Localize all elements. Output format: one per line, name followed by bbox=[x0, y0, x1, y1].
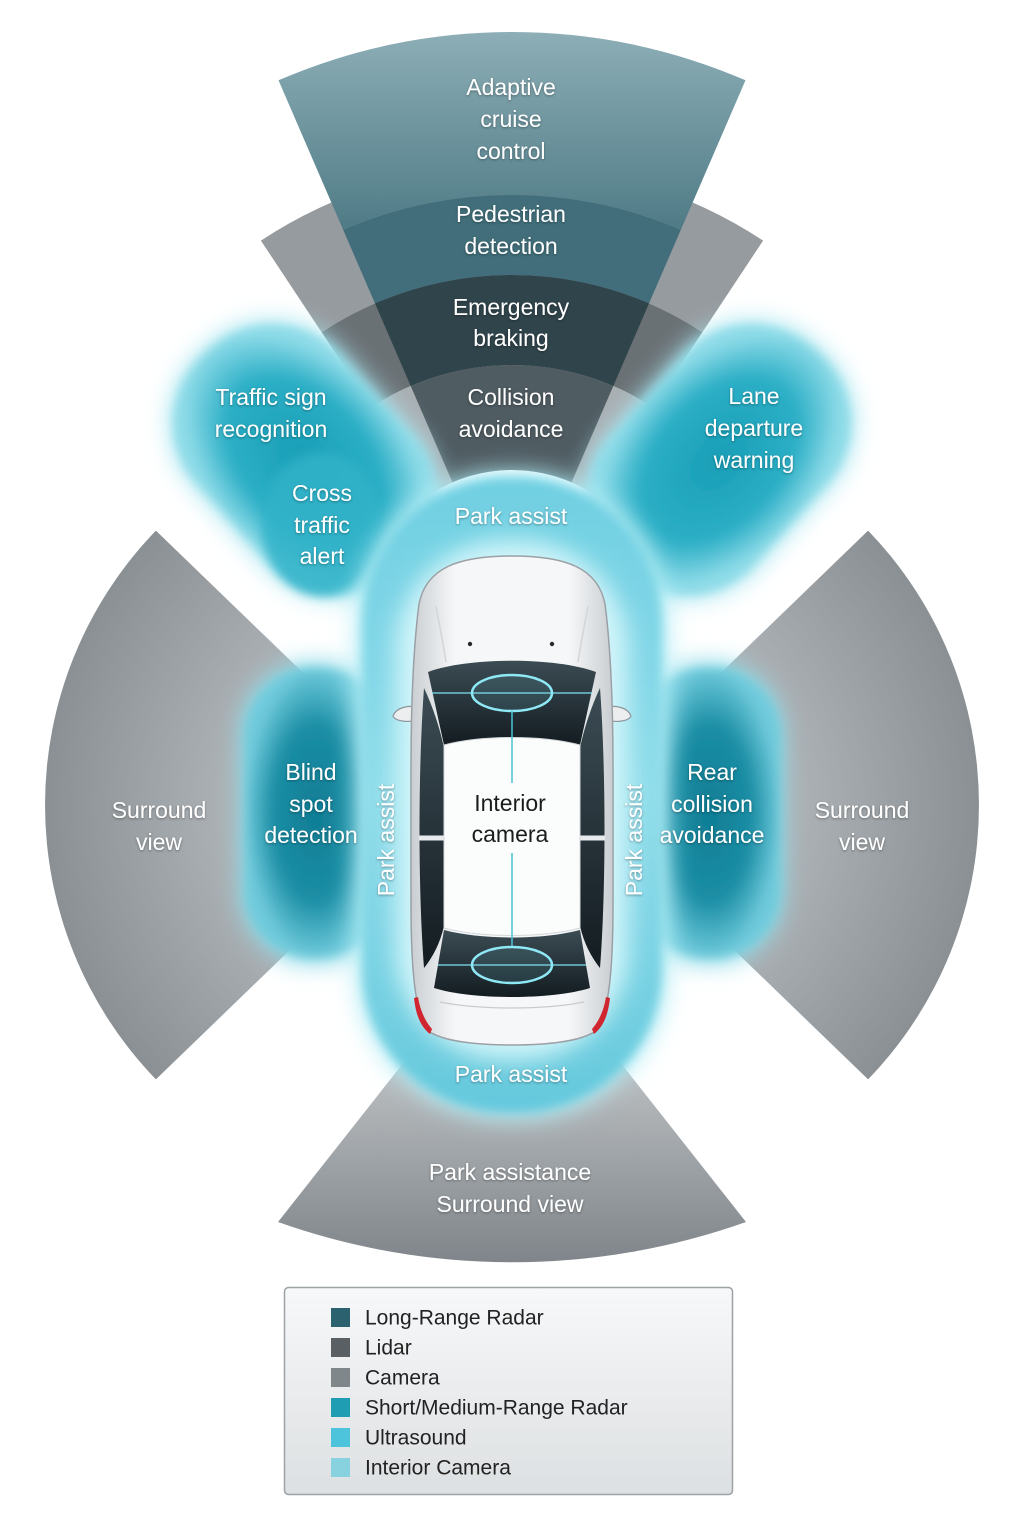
label-line: spot bbox=[289, 791, 333, 817]
lane-departure-warning-label: Lane departure warning bbox=[705, 383, 803, 473]
radar-zones bbox=[169, 320, 855, 964]
side-window-right bbox=[580, 688, 605, 968]
front-sensor-dot bbox=[549, 641, 555, 647]
legend-swatch bbox=[331, 1458, 350, 1477]
legend-label: Long-Range Radar bbox=[365, 1307, 544, 1330]
legend-swatch bbox=[331, 1338, 350, 1357]
adaptive-cruise-band bbox=[278, 31, 746, 230]
label-line: Rear bbox=[687, 759, 737, 785]
hood-line-left bbox=[435, 605, 447, 663]
label-line: Surround bbox=[815, 797, 910, 823]
zone-body bbox=[587, 325, 851, 595]
park-assist-left-label: Park assist bbox=[373, 783, 399, 896]
blind-spot-detection-label: Blind spot detection bbox=[264, 759, 357, 848]
emergency-braking-label: Emergency braking bbox=[453, 294, 570, 351]
blind-spot-zone bbox=[240, 662, 390, 964]
park-assist-front-label: Park assist bbox=[455, 503, 568, 529]
legend-swatch bbox=[331, 1428, 350, 1447]
zone-body bbox=[245, 668, 385, 958]
cross-traffic-alert-label: Cross traffic alert bbox=[292, 480, 352, 569]
park-assist-right-label: Park assist bbox=[621, 783, 647, 896]
front-camera-icon bbox=[470, 673, 554, 713]
cross-traffic-zone bbox=[262, 452, 382, 596]
tail-light-right bbox=[592, 997, 610, 1034]
label-line: Pedestrian bbox=[456, 201, 566, 227]
collision-avoidance-band bbox=[410, 365, 614, 483]
label-line: view bbox=[839, 829, 885, 855]
surround-view-right-label: Surround view bbox=[815, 797, 910, 855]
collision-avoidance-label: Collision avoidance bbox=[459, 384, 564, 442]
legend-label: Lidar bbox=[365, 1337, 412, 1360]
park-assistance-surround-view-label: Park assistance Surround view bbox=[429, 1159, 591, 1217]
adaptive-cruise-control-label: Adaptive cruise control bbox=[466, 74, 556, 164]
zone-body bbox=[640, 668, 780, 958]
label-line: Adaptive bbox=[466, 74, 556, 100]
legend-item: Lidar bbox=[331, 1337, 412, 1360]
legend-label: Short/Medium-Range Radar bbox=[365, 1397, 628, 1420]
legend-item: Ultrasound bbox=[331, 1427, 467, 1450]
car bbox=[392, 555, 632, 1046]
tail-light-left bbox=[414, 997, 432, 1034]
label-line: avoidance bbox=[660, 822, 765, 848]
front-sensor-dot bbox=[467, 641, 473, 647]
label-line: Interior bbox=[474, 790, 546, 816]
hood-line-right bbox=[577, 605, 589, 663]
interior-camera-label: Interior camera bbox=[472, 790, 549, 847]
label-line: Traffic sign bbox=[215, 384, 326, 410]
label-line: collision bbox=[671, 791, 753, 817]
label-line: Park assistance bbox=[429, 1159, 591, 1185]
legend: Long-Range Radar Lidar Camera Short/Medi… bbox=[283, 1286, 734, 1496]
label-line: control bbox=[476, 138, 545, 164]
traffic-sign-recognition-label: Traffic sign recognition bbox=[215, 384, 328, 442]
label-line: Surround bbox=[112, 797, 207, 823]
emergency-braking-band bbox=[375, 275, 649, 386]
lane-departure-zone bbox=[583, 320, 855, 600]
zone-labels: Adaptive cruise control Pedestrian detec… bbox=[112, 74, 910, 1217]
label-line: avoidance bbox=[459, 416, 564, 442]
legend-label: Ultrasound bbox=[365, 1427, 467, 1450]
roof bbox=[443, 737, 581, 936]
label-line: Lane bbox=[728, 383, 779, 409]
label-line: recognition bbox=[215, 416, 328, 442]
label-line: warning bbox=[713, 447, 795, 473]
rear-camera-icon bbox=[470, 945, 554, 985]
label-line: Collision bbox=[468, 384, 555, 410]
label-line: alert bbox=[300, 543, 345, 569]
legend-swatch bbox=[331, 1308, 350, 1327]
legend-swatch bbox=[331, 1398, 350, 1417]
label-line: detection bbox=[264, 822, 357, 848]
label-line: traffic bbox=[294, 512, 350, 538]
legend-item: Interior Camera bbox=[331, 1457, 511, 1480]
label-line: Surround view bbox=[436, 1191, 583, 1217]
park-assist-rear-label: Park assist bbox=[455, 1061, 568, 1087]
label-line: Cross bbox=[292, 480, 352, 506]
legend-item: Long-Range Radar bbox=[331, 1307, 544, 1330]
legend-swatch bbox=[331, 1368, 350, 1387]
rear-collision-zone bbox=[634, 662, 784, 964]
pedestrian-detection-label: Pedestrian detection bbox=[456, 201, 566, 259]
label-line: departure bbox=[705, 415, 803, 441]
rear-collision-avoidance-label: Rear collision avoidance bbox=[660, 759, 765, 848]
label-line: braking bbox=[473, 325, 548, 351]
label-line: detection bbox=[464, 233, 557, 259]
label-line: camera bbox=[472, 821, 549, 847]
pedestrian-detection-band bbox=[343, 194, 681, 304]
label-line: Emergency bbox=[453, 294, 570, 320]
legend-label: Camera bbox=[365, 1367, 440, 1390]
legend-box bbox=[283, 1286, 734, 1496]
windshield bbox=[428, 660, 596, 745]
legend-label: Interior Camera bbox=[365, 1457, 511, 1480]
surround-view-left-label: Surround view bbox=[112, 797, 207, 855]
trunk-line bbox=[439, 1001, 585, 1009]
side-window-left bbox=[419, 688, 444, 968]
legend-item: Camera bbox=[331, 1367, 440, 1390]
label-line: view bbox=[136, 829, 182, 855]
label-line: cruise bbox=[480, 106, 541, 132]
label-line: Blind bbox=[285, 759, 336, 785]
long-range-radar-fan bbox=[278, 31, 746, 483]
legend-item: Short/Medium-Range Radar bbox=[331, 1397, 628, 1420]
rear-window bbox=[434, 930, 590, 997]
